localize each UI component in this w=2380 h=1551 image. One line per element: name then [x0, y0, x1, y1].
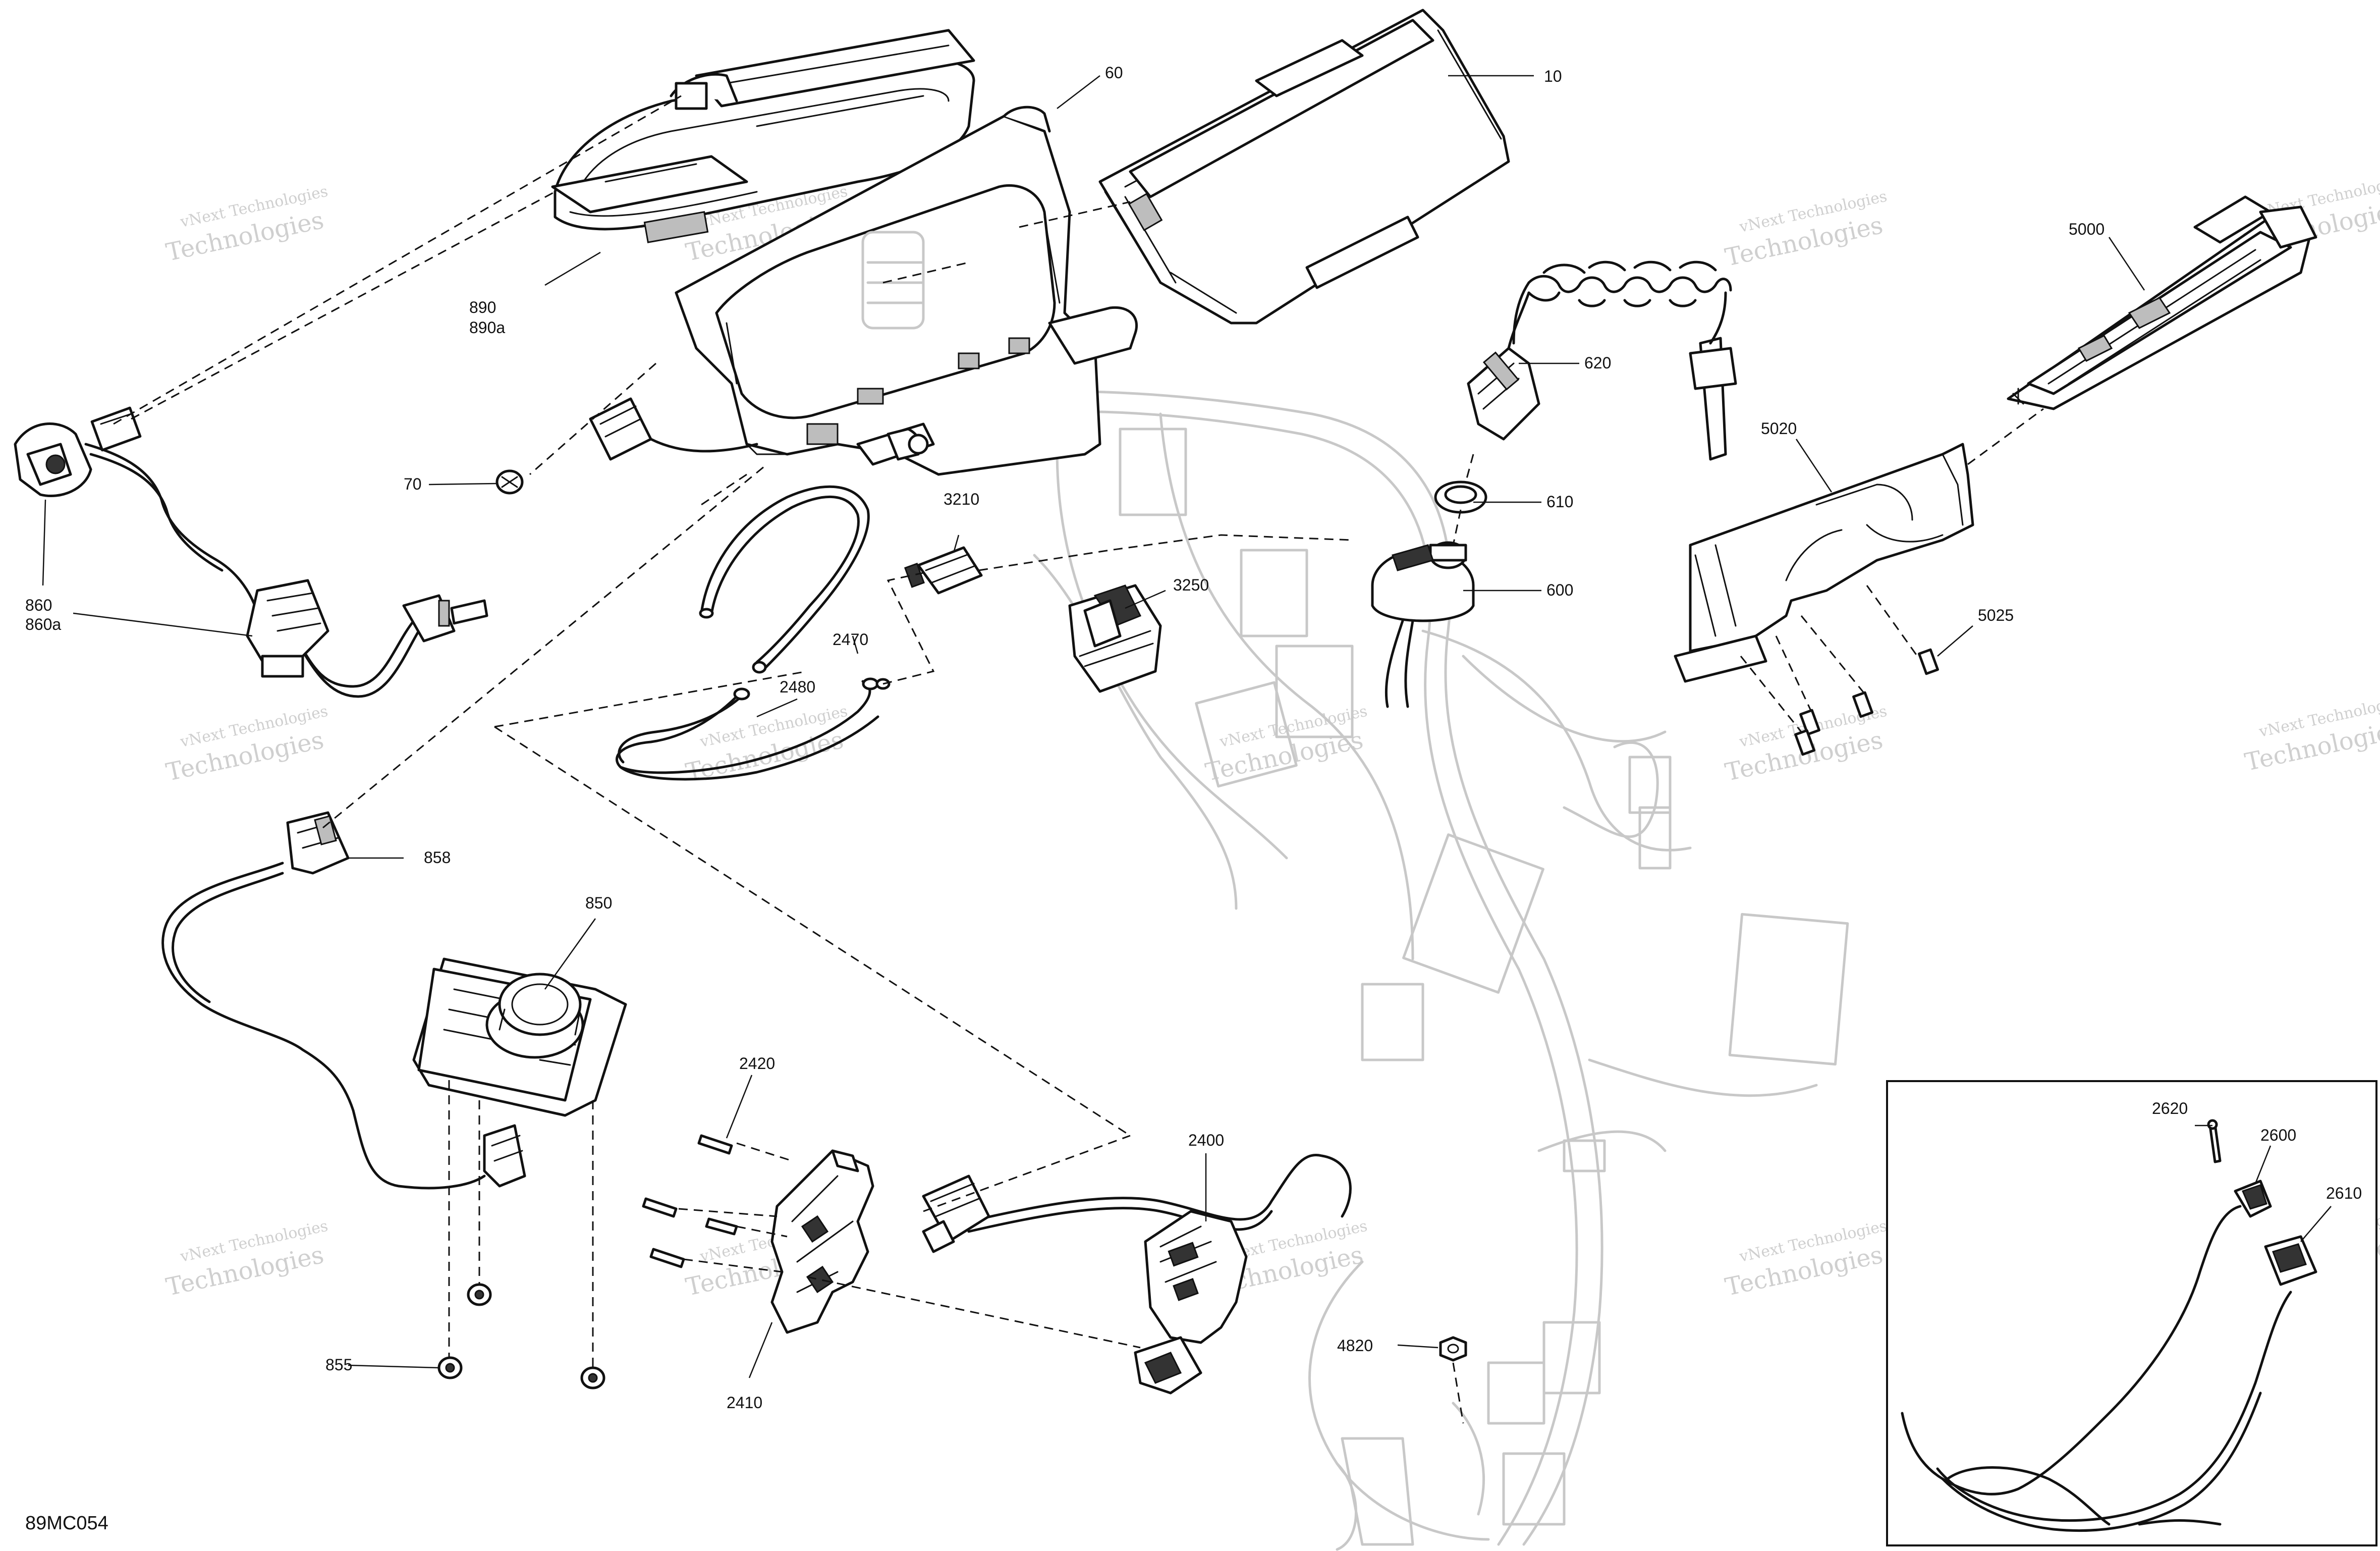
detail-inset	[1886, 1080, 2377, 1546]
part-5025-screws	[1794, 648, 1939, 756]
callout-labels: 60 10 890 890a 70 860 860a 858 850 855 2…	[25, 64, 2362, 1412]
main-wiring-harness-ghost	[856, 390, 1849, 1551]
watermark-block: vNext Technologies Technologies	[163, 1217, 329, 1302]
part-10-display-cluster	[1098, 9, 1510, 325]
callout-2480: 2480	[780, 678, 815, 696]
ghost-connector-behind-bracket	[861, 231, 925, 330]
callout-2470: 2470	[833, 630, 868, 649]
callout-70: 70	[404, 475, 422, 493]
callout-890: 890	[469, 298, 496, 316]
part-600-ignition-switch	[1371, 541, 1475, 708]
part-2600-2610-harness	[1901, 1119, 2317, 1532]
part-5000-cover	[2007, 195, 2317, 410]
callout-2420: 2420	[739, 1054, 775, 1073]
part-70-screw	[495, 469, 524, 495]
watermark-block: vNext Technologies Technologies	[1723, 188, 1889, 272]
part-2480-hose	[616, 677, 891, 781]
callout-60: 60	[1105, 64, 1123, 82]
callout-860: 860	[25, 596, 52, 614]
part-4820-nut	[1439, 1336, 1467, 1362]
watermark-block: vNext Technologies Technologies	[683, 703, 849, 787]
callout-3210: 3210	[944, 490, 979, 508]
part-890-visor	[551, 29, 975, 243]
callout-610: 610	[1546, 493, 1573, 511]
callout-2620: 2620	[2152, 1099, 2188, 1117]
callout-5020: 5020	[1761, 419, 1797, 438]
connector-left-of-bracket	[589, 397, 758, 461]
callout-2610: 2610	[2326, 1184, 2362, 1202]
part-858-harness	[161, 811, 526, 1190]
callout-855: 855	[325, 1356, 352, 1374]
leader-lines	[42, 75, 2332, 1378]
part-860-harness	[14, 406, 488, 698]
callout-860a: 860a	[25, 615, 61, 633]
part-620-lanyard	[1467, 260, 1737, 461]
watermark-block: vNext Technologies Technologies	[2242, 692, 2380, 777]
callout-2600: 2600	[2260, 1126, 2296, 1144]
callout-10: 10	[1544, 67, 1562, 85]
part-3250-switch	[1068, 584, 1162, 693]
part-5020-panel	[1674, 443, 1974, 683]
callout-3250: 3250	[1173, 576, 1209, 594]
callout-2410: 2410	[727, 1394, 762, 1412]
watermark-block: vNext Technologies Technologies	[163, 183, 329, 267]
callout-600: 600	[1546, 581, 1573, 599]
part-2410-bracket	[770, 1149, 874, 1334]
callout-4820: 4820	[1337, 1336, 1373, 1355]
part-3210-connector	[904, 546, 983, 595]
watermark-block: vNext Technologies Technologies	[1723, 1217, 1889, 1302]
callout-858: 858	[424, 848, 451, 867]
part-610-grommet	[1434, 480, 1487, 514]
part-855-nuts	[437, 1283, 605, 1389]
watermark-block: vNext Technologies Technologies	[163, 703, 329, 787]
inset-frame	[1886, 1080, 2377, 1546]
callout-2400: 2400	[1188, 1131, 1224, 1149]
assembly-lines	[113, 95, 2044, 1424]
part-2400-switch-pod	[922, 1154, 1352, 1395]
callout-5000: 5000	[2069, 220, 2105, 238]
drawing-code: 89MC054	[25, 1513, 108, 1534]
part-850-control-knob	[412, 957, 627, 1117]
callout-620: 620	[1584, 354, 1611, 372]
callout-5025: 5025	[1978, 606, 2014, 624]
callout-890a: 890a	[469, 318, 505, 337]
part-2420-screws	[642, 1134, 738, 1268]
part-2470-hose	[699, 485, 870, 674]
callout-850: 850	[585, 894, 612, 912]
